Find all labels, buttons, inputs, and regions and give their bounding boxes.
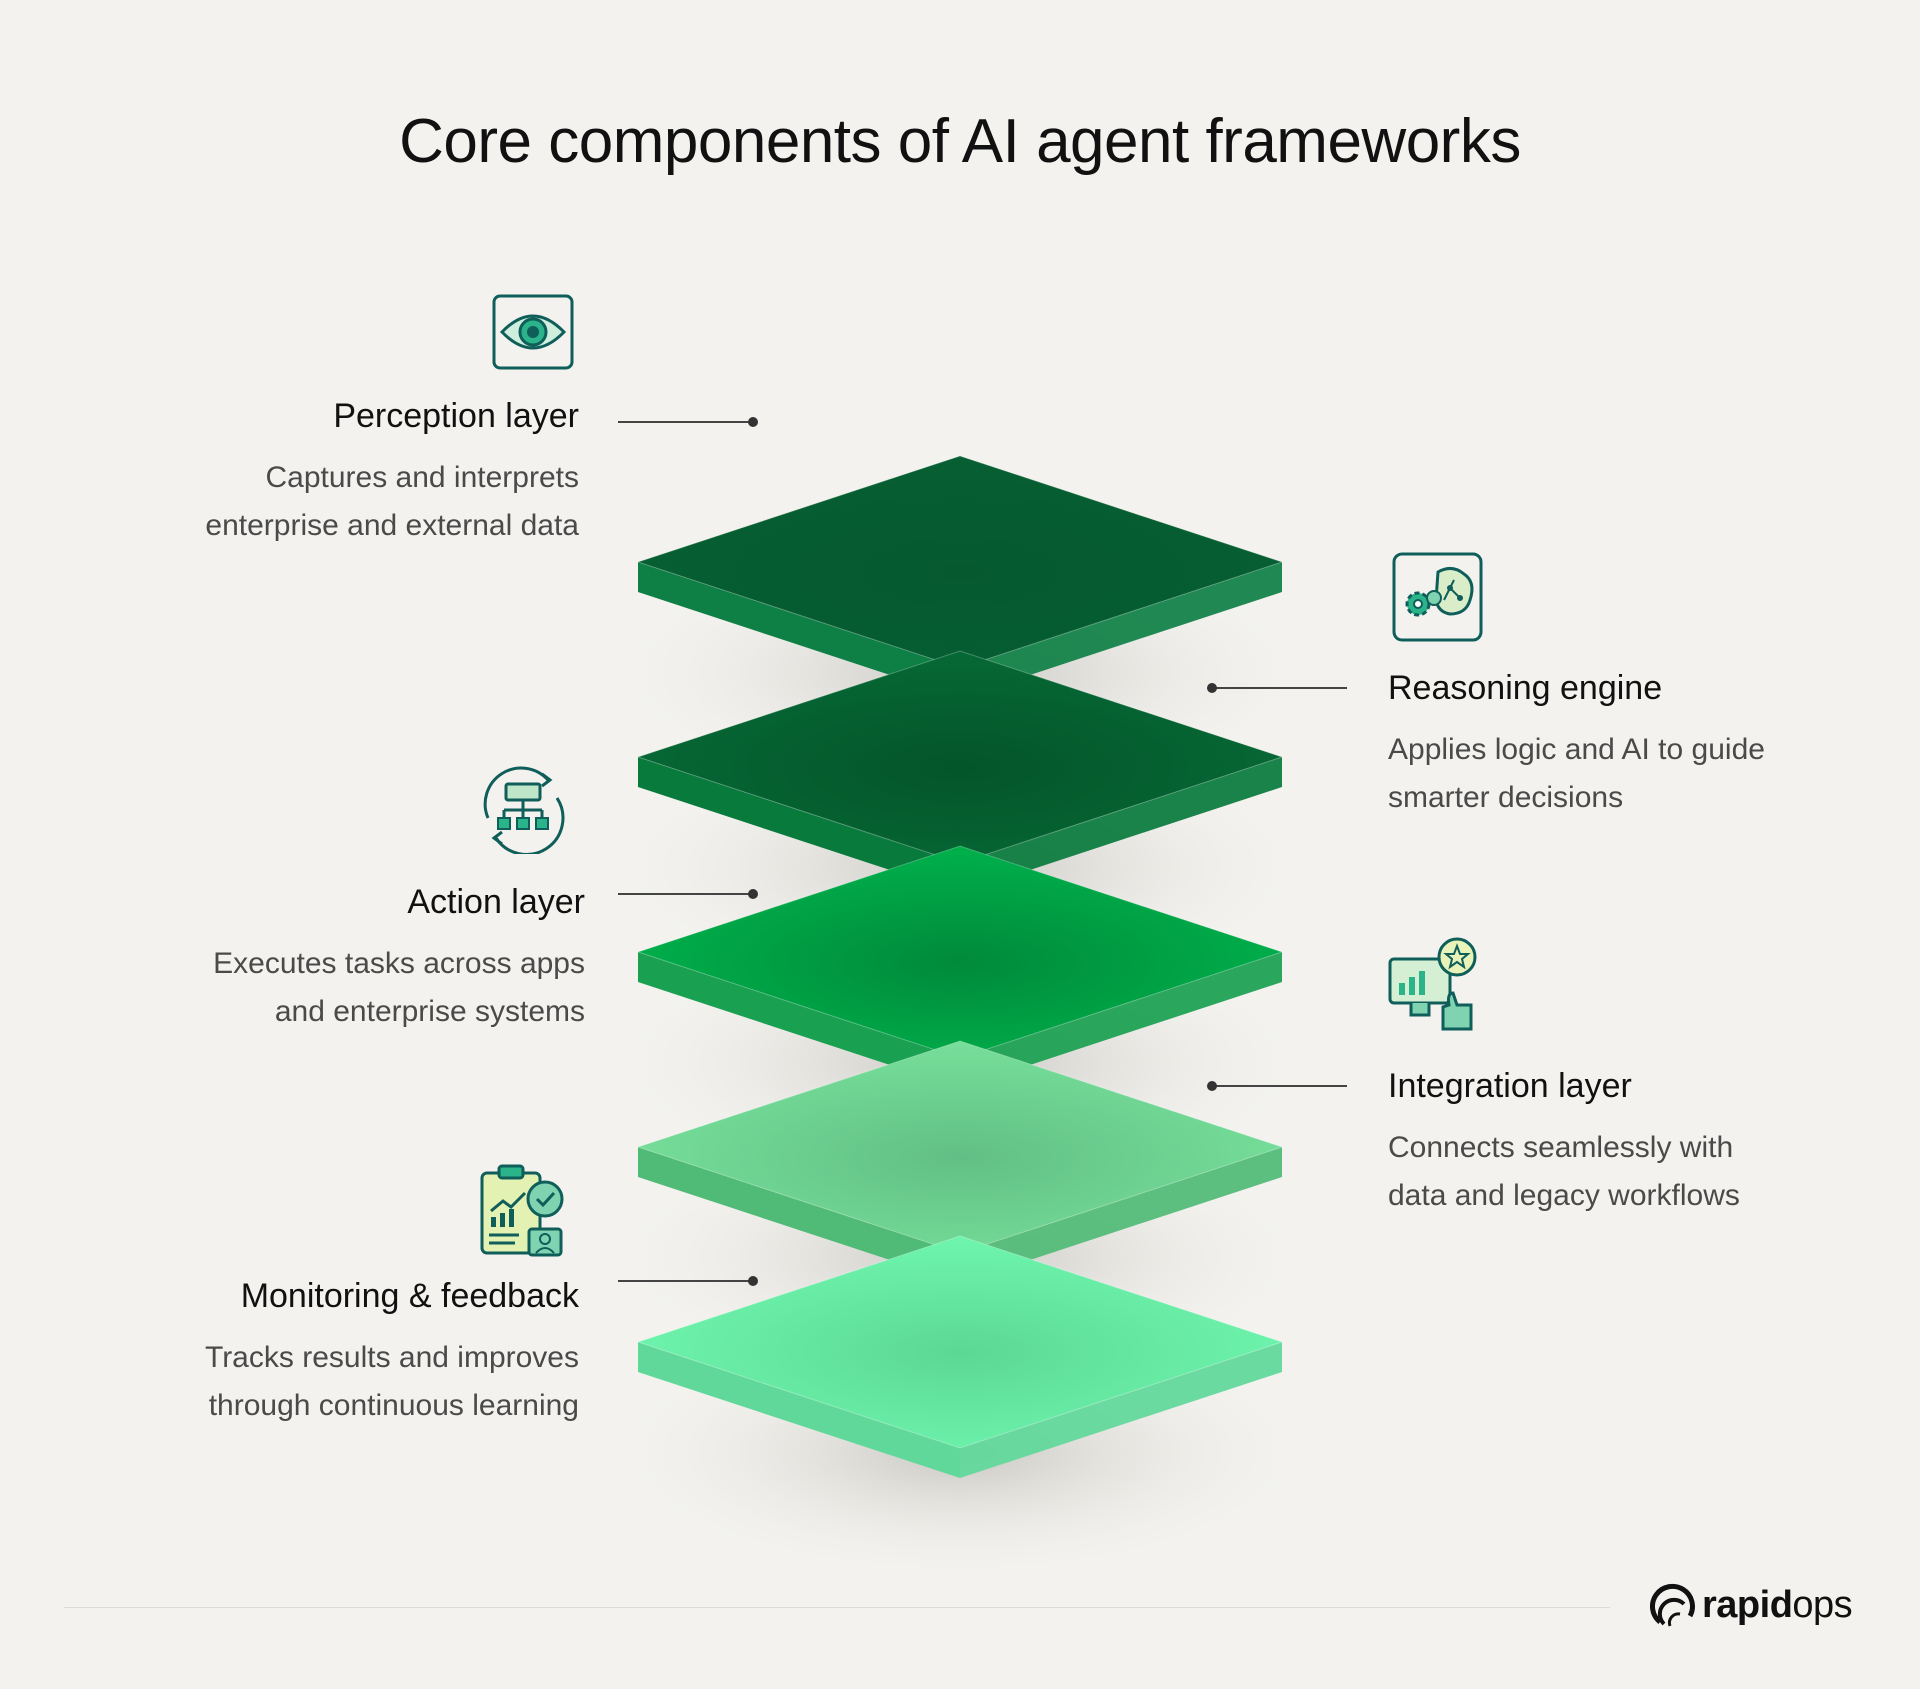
layer-side-left: [638, 1147, 960, 1283]
footer-divider: [64, 1607, 1610, 1608]
layer-slab-3: [636, 845, 1284, 1088]
layer-slab-5: [636, 1235, 1284, 1478]
reasoning-title: Reasoning engine: [1388, 669, 1663, 707]
workflow-cycle-icon: [476, 762, 569, 859]
monitoring-label: Monitoring & feedback Tracks results and…: [59, 1276, 579, 1430]
monitoring-connector: [618, 1276, 758, 1286]
perception-connector: [618, 417, 758, 427]
layer-side-left: [638, 952, 960, 1088]
eye-icon: [492, 294, 574, 375]
action-connector: [618, 889, 758, 899]
clipboard-chart-check-icon: [479, 1163, 567, 1264]
rapidops-logo: rapidops: [1650, 1582, 1853, 1628]
reasoning-connector: [1207, 683, 1347, 693]
layer-side-right: [960, 1147, 1282, 1283]
page-title: Core components of AI agent frameworks: [399, 107, 1521, 176]
layer-slab-4: [636, 1040, 1284, 1283]
integration-title: Integration layer: [1388, 1067, 1632, 1105]
layer-top: [636, 1235, 1284, 1449]
rapidops-logo-icon: [1650, 1583, 1695, 1627]
perception-title: Perception layer: [333, 397, 579, 435]
logo-text-light: ops: [1792, 1583, 1853, 1626]
layer-slab-2: [636, 650, 1284, 893]
action-title: Action layer: [407, 883, 585, 921]
monitor-thumbs-up-icon: [1387, 937, 1479, 1040]
perception-label: Perception layer Captures and interprets…: [59, 396, 579, 550]
reasoning-label: Reasoning engine Applies logic and AI to…: [1388, 668, 1908, 822]
monitoring-title: Monitoring & feedback: [240, 1277, 579, 1315]
layer-slab-1: [636, 455, 1284, 698]
layer-side-right: [960, 757, 1282, 893]
layer-side-right: [960, 952, 1282, 1088]
logo-text-bold: rapid: [1702, 1583, 1793, 1626]
layer-side-right: [960, 562, 1282, 698]
integration-label: Integration layer Connects seamlessly wi…: [1388, 1066, 1908, 1220]
brain-gear-icon: [1392, 552, 1483, 647]
layer-side-left: [638, 1342, 960, 1478]
layer-side-left: [638, 757, 960, 893]
integration-connector: [1207, 1081, 1347, 1091]
layer-side-left: [638, 562, 960, 698]
layer-side-right: [960, 1342, 1282, 1478]
